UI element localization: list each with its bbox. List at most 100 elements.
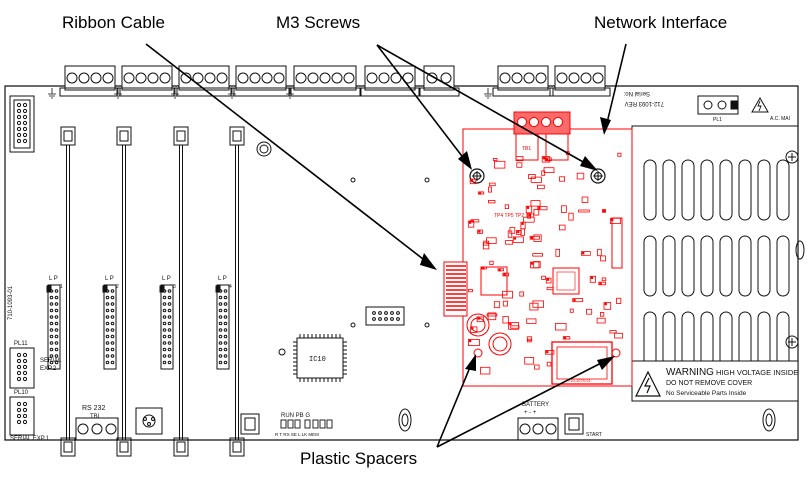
- smd-pad: [599, 282, 602, 285]
- smd-pad: [526, 206, 530, 209]
- smd-pad: [538, 206, 541, 210]
- power-supply: [631, 125, 799, 377]
- smd-component: [532, 300, 545, 308]
- serial-no-label: Serial No:: [623, 90, 650, 96]
- smd-component: [502, 316, 509, 324]
- callout-network-interface: Network Interface: [594, 13, 728, 32]
- smd-component: [568, 212, 574, 221]
- smd-component: [504, 204, 510, 210]
- smd-pad: [498, 269, 501, 272]
- smd-component: [581, 251, 591, 256]
- network-capacitor: [466, 313, 490, 337]
- smd-component: [509, 227, 516, 234]
- smd-component: [586, 308, 593, 315]
- smd-component: [600, 255, 606, 262]
- ribbon-cable-arrow: [145, 43, 433, 267]
- smd-component: [469, 178, 477, 185]
- warning-line-3: No Serviceable Parts Inside: [666, 390, 747, 397]
- smd-component: [537, 206, 548, 211]
- smd-component: [489, 260, 494, 266]
- power-supply-vents: [643, 159, 790, 373]
- plastic-spacer-arrow-right: [436, 358, 610, 448]
- vent-slot: [757, 235, 771, 297]
- smd-component: [467, 338, 480, 346]
- callout-plastic-spacers: Plastic Spacers: [300, 449, 418, 468]
- callout-m3-screws: M3 Screws: [276, 13, 361, 32]
- bottom-oval-holes: [398, 408, 776, 432]
- pl10-label: PL10: [14, 390, 29, 396]
- terminal-block: [116, 65, 178, 97]
- network-terminal-block: [513, 111, 571, 161]
- expansion-slot-2: L P2: [102, 126, 132, 457]
- m3-screw-arrow-right: [376, 44, 593, 168]
- slot-lp-label: L P: [218, 276, 227, 282]
- smd-component: [530, 176, 542, 183]
- smd-component: [470, 326, 478, 333]
- network-interface-arrow: [605, 43, 627, 128]
- smd-component: [482, 242, 490, 250]
- vent-slot: [643, 235, 657, 297]
- smd-component: [598, 281, 606, 286]
- smd-component: [589, 275, 597, 283]
- smd-component: [525, 205, 533, 214]
- smd-component: [516, 162, 523, 168]
- smd-component: [516, 229, 522, 235]
- smd-pad: [468, 221, 472, 224]
- tb1-label: TB1: [522, 146, 531, 152]
- vent-slot: [700, 159, 714, 221]
- smd-component: [600, 311, 605, 317]
- smd-component: [502, 300, 508, 307]
- smd-component: [537, 184, 545, 190]
- pl11-label: PL11: [14, 341, 28, 347]
- smd-pad: [513, 237, 517, 240]
- bottom-jack-left: [135, 407, 163, 435]
- smd-component: [528, 174, 536, 179]
- smd-component: [489, 182, 496, 187]
- terminal-block: [418, 65, 460, 97]
- network-interface-card: TB1: [443, 111, 633, 387]
- smd-component: [559, 176, 565, 182]
- smd-pad: [521, 222, 524, 225]
- smd-component: [480, 366, 491, 375]
- vent-slot: [643, 159, 657, 221]
- smd-component: [541, 275, 546, 280]
- smd-component: [526, 336, 533, 341]
- terminal-block: [549, 65, 611, 97]
- terminal-block: [59, 65, 121, 97]
- smd-component: [559, 224, 566, 231]
- smd-component: [515, 156, 524, 162]
- warning-line-2: DO NOT REMOVE COVER: [666, 380, 752, 387]
- callout-arrows: [145, 43, 627, 448]
- smd-component: [616, 297, 622, 305]
- smd-pad: [573, 298, 576, 302]
- smd-component: [572, 298, 584, 303]
- warning-subtitle: HIGH VOLTAGE INSIDE: [716, 368, 798, 377]
- smd-component: [530, 261, 540, 269]
- smd-component: [486, 237, 497, 244]
- smd-component: [523, 216, 535, 223]
- smd-pad: [604, 302, 607, 306]
- start-jack: [564, 413, 584, 435]
- vent-slot: [738, 235, 752, 297]
- smd-component: [543, 167, 555, 173]
- smd-component: [502, 290, 514, 299]
- plastic-spacer-hole: [473, 348, 483, 358]
- smd-component: [603, 302, 612, 310]
- smd-component: [527, 213, 531, 219]
- mounting-holes: [256, 141, 430, 356]
- vent-slot: [662, 235, 676, 297]
- smd-component: [468, 288, 473, 293]
- smd-component: [488, 186, 492, 193]
- terminal-block: [173, 65, 235, 97]
- serial-exp1-connector: [9, 396, 35, 436]
- m3-screw: [590, 168, 606, 184]
- smd-component: [529, 302, 539, 311]
- smd-pad: [545, 158, 549, 161]
- smd-pad: [503, 273, 506, 276]
- smd-pad: [478, 230, 481, 233]
- ic10-chip: [293, 334, 347, 382]
- smd-component: [545, 349, 555, 355]
- slot-lp-label: L P: [162, 276, 171, 282]
- network-transformer: [480, 266, 508, 296]
- smd-component: [533, 234, 542, 242]
